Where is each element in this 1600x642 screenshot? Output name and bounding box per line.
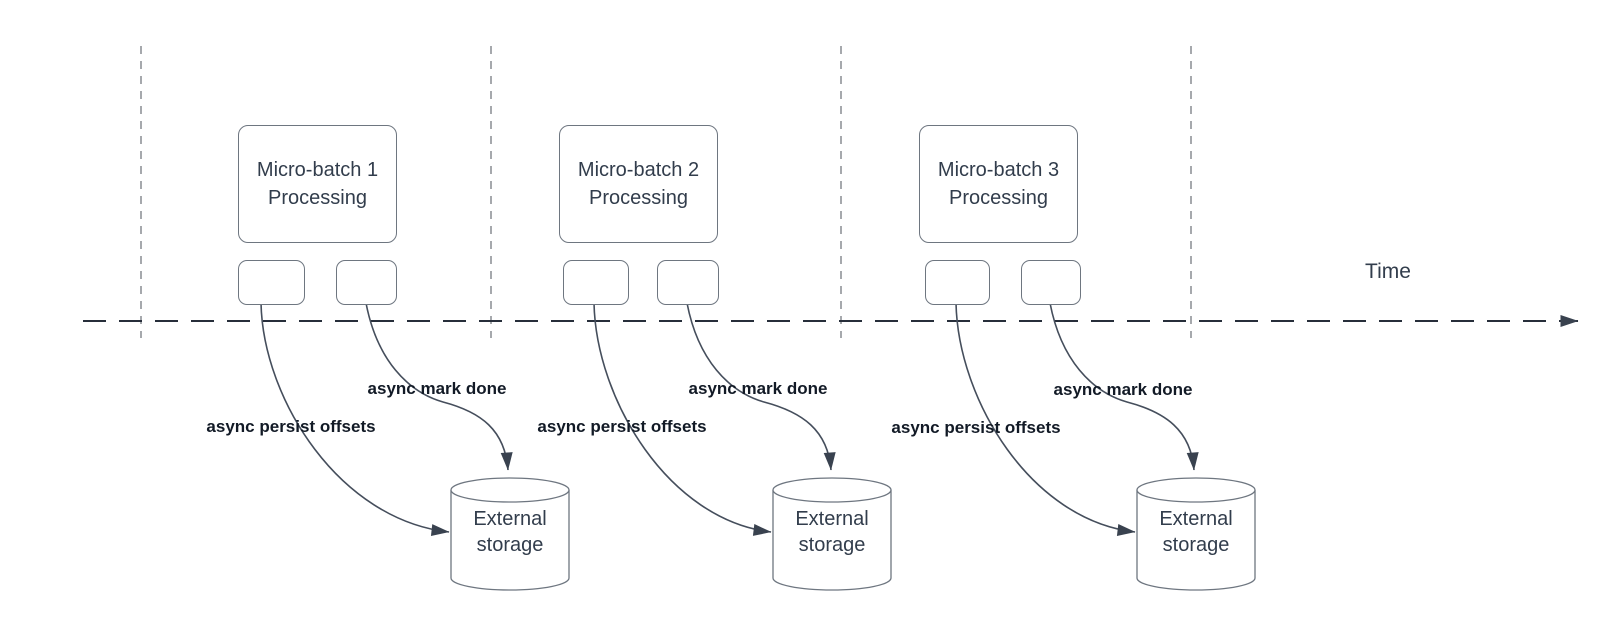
- mark-done-arrow-3: [1049, 302, 1199, 471]
- external-storage-label-3-line1: External: [1159, 508, 1233, 530]
- persist-offsets-label-3: async persist offsets: [891, 418, 1061, 437]
- micro-batch-2-title-line2: Processing: [589, 187, 688, 209]
- external-storage-cylinder-3: [1136, 477, 1256, 591]
- micro-batch-1-title-line1: Micro-batch 1: [256, 159, 379, 181]
- external-storage-label-1: External storage: [451, 506, 569, 558]
- external-storage-label-1-line2: storage: [476, 534, 544, 556]
- micro-batch-2-done-task-node: [657, 260, 719, 305]
- external-storage-label-3-line2: storage: [1162, 534, 1230, 556]
- mark-done-arrow-2: [686, 302, 836, 471]
- external-storage-label-1-line1: External: [473, 508, 547, 530]
- mark-done-arrow-1: [365, 302, 513, 471]
- mark-done-label-1: async mark done: [367, 379, 507, 398]
- micro-batch-2-offset-task-node: [563, 260, 629, 305]
- persist-offsets-arrow-1: [260, 302, 450, 537]
- mark-done-label-2: async mark done: [688, 379, 828, 398]
- time-axis-label: Time: [1365, 260, 1411, 283]
- micro-batch-3-processing-node: Micro-batch 3 Processing: [919, 125, 1078, 243]
- micro-batch-2-title-line1: Micro-batch 2: [577, 159, 700, 181]
- micro-batch-2-processing-node: Micro-batch 2 Processing: [559, 125, 718, 243]
- mark-done-label-3: async mark done: [1053, 380, 1193, 399]
- external-storage-label-2-line2: storage: [798, 534, 866, 556]
- external-storage-label-3: External storage: [1137, 506, 1255, 558]
- micro-batch-3-title-line2: Processing: [949, 187, 1048, 209]
- micro-batch-3-done-task-node: [1021, 260, 1081, 305]
- persist-offsets-label-2: async persist offsets: [537, 417, 707, 436]
- micro-batch-3-title-line1: Micro-batch 3: [937, 159, 1060, 181]
- micro-batch-1-done-task-node: [336, 260, 397, 305]
- external-storage-label-2-line1: External: [795, 508, 869, 530]
- persist-offsets-arrow-3: [955, 302, 1136, 536]
- external-storage-label-2: External storage: [773, 506, 891, 558]
- external-storage-cylinder-1: [450, 477, 570, 591]
- persist-offsets-arrow-2: [593, 302, 772, 536]
- persist-offsets-label-1: async persist offsets: [206, 417, 376, 436]
- micro-batch-3-offset-task-node: [925, 260, 990, 305]
- micro-batch-1-processing-node: Micro-batch 1 Processing: [238, 125, 397, 243]
- micro-batch-1-offset-task-node: [238, 260, 305, 305]
- external-storage-cylinder-2: [772, 477, 892, 591]
- micro-batch-1-title-line2: Processing: [268, 187, 367, 209]
